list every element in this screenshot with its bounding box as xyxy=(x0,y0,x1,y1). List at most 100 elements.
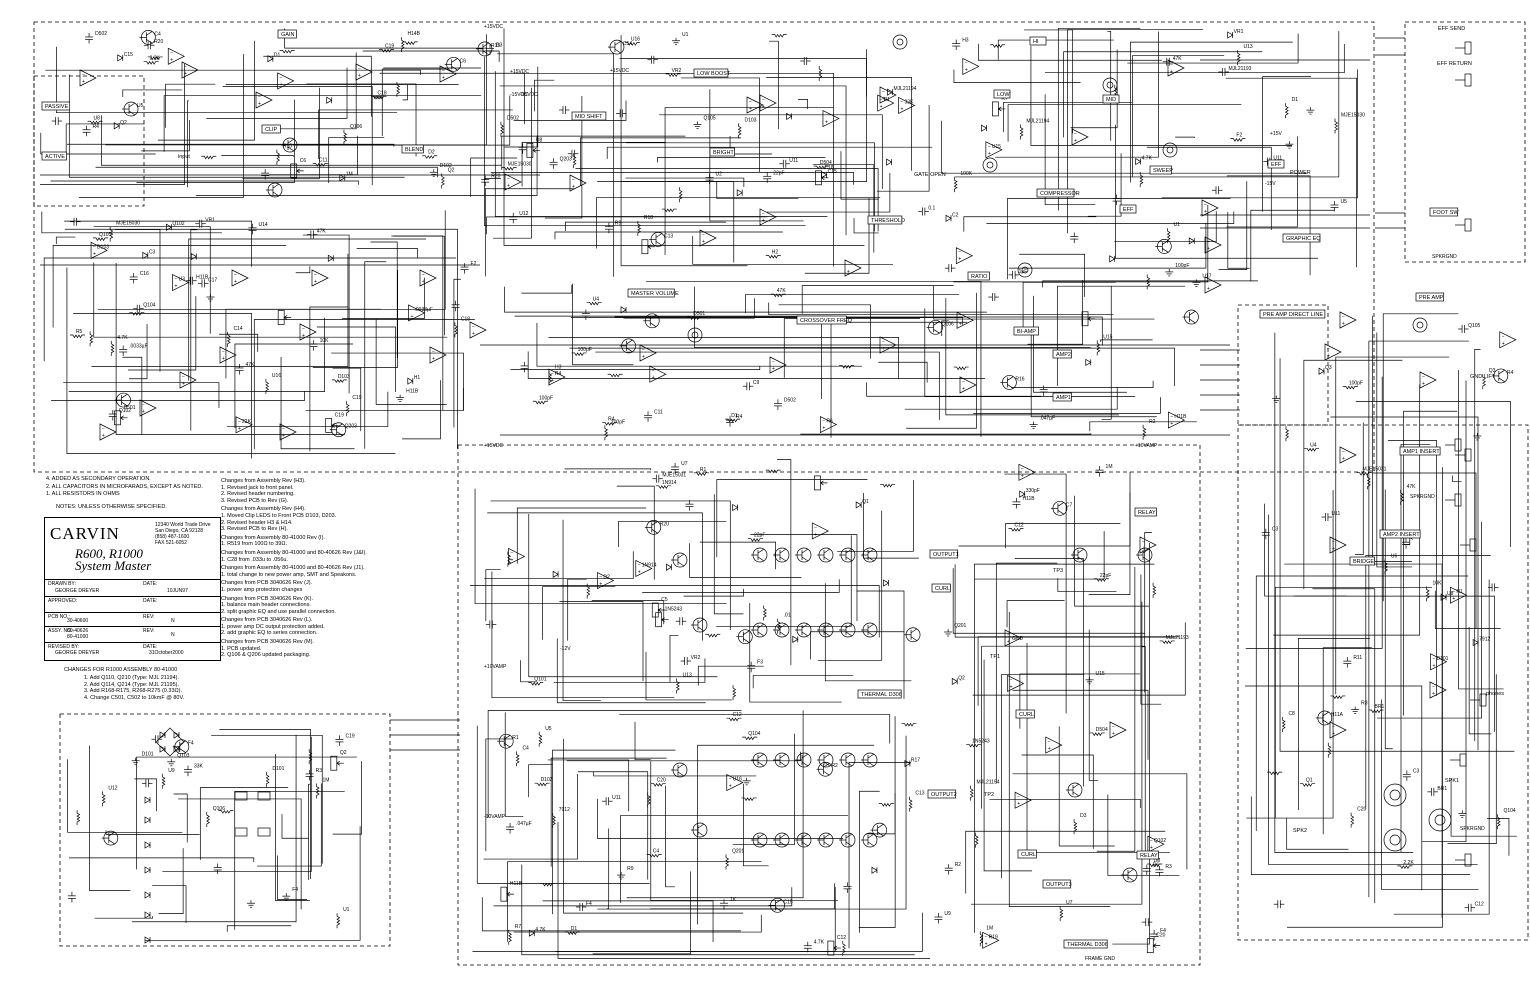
resistor xyxy=(679,187,682,202)
transistor xyxy=(751,548,767,562)
wire xyxy=(567,752,801,761)
component-label: C6 xyxy=(460,58,467,64)
component-label: U11 xyxy=(1331,511,1340,517)
component-label: D3 xyxy=(496,42,503,48)
svg-text:+: + xyxy=(1170,69,1173,75)
wire xyxy=(553,750,676,914)
component-label: R1 xyxy=(884,97,891,103)
component-label: Q104 xyxy=(748,731,760,737)
svg-text:+: + xyxy=(729,784,732,790)
svg-text:−: − xyxy=(959,314,962,320)
wire xyxy=(811,632,904,660)
svg-text:−: − xyxy=(411,307,414,313)
wire xyxy=(166,84,216,128)
revision-line: 1. PCB updated. xyxy=(221,646,426,653)
capacitor xyxy=(1458,325,1469,333)
wire xyxy=(946,298,1119,415)
svg-text:THRESHOLD: THRESHOLD xyxy=(871,218,905,224)
component-label: R16 xyxy=(1015,376,1024,382)
component-label: 1M xyxy=(986,925,993,931)
transistor xyxy=(691,823,707,837)
wire xyxy=(766,78,911,171)
resistor xyxy=(77,810,80,825)
capacitor xyxy=(70,218,81,226)
wire xyxy=(769,41,778,129)
component-label: MJE15030 xyxy=(508,161,532,167)
wire xyxy=(137,757,357,869)
diode xyxy=(145,842,150,848)
component-label: 100pF xyxy=(539,395,553,401)
wire xyxy=(492,572,674,698)
component-label: R19 xyxy=(989,934,998,940)
component-label: Q2 xyxy=(958,675,965,681)
svg-text:+: + xyxy=(702,239,705,245)
svg-text:−: − xyxy=(1207,239,1210,245)
svg-text:OUTPUT3: OUTPUT3 xyxy=(1046,882,1072,888)
wire xyxy=(491,172,854,184)
revision-line: Changes from Assembly 80-41000 and 80-40… xyxy=(221,565,426,572)
wire xyxy=(98,210,445,309)
wire xyxy=(619,714,889,743)
wire xyxy=(1112,543,1149,944)
svg-text:+: + xyxy=(1342,456,1345,462)
revision-line: 1. balance main header connections. xyxy=(221,602,426,609)
wire xyxy=(1312,589,1374,903)
resistor xyxy=(201,156,216,159)
ground-symbol xyxy=(1285,141,1293,148)
diode xyxy=(145,797,150,803)
svg-text:+: + xyxy=(825,120,828,126)
revision-line: Changes from Assembly 80-41000 Rev (I). xyxy=(221,535,426,542)
transistor xyxy=(751,623,767,637)
boxed-label-amp2: AMP2 xyxy=(1053,350,1071,358)
wire xyxy=(745,295,959,313)
wire xyxy=(1294,596,1495,732)
capacitor xyxy=(602,797,613,805)
assy-no: 80-40626 80-41000 xyxy=(67,628,88,640)
diode xyxy=(145,867,150,873)
wire xyxy=(578,772,648,880)
company-address: 12340 World Trade Drive San Diego, CA 92… xyxy=(155,522,211,546)
component-label: C14 xyxy=(234,326,243,332)
svg-text:−: − xyxy=(1170,414,1173,420)
revision-history: Changes from Assembly Rev (H3).1. Revise… xyxy=(221,476,426,659)
wire xyxy=(1228,212,1250,268)
wire xyxy=(627,710,803,897)
title-block: CARVIN 12340 World Trade Drive San Diego… xyxy=(44,517,221,661)
wire xyxy=(79,54,243,197)
component-label: U1 xyxy=(343,907,350,913)
component-label: MJE15031 xyxy=(662,473,686,479)
svg-text:BLEND: BLEND xyxy=(405,147,423,153)
resistor xyxy=(666,74,681,77)
component-label: C12 xyxy=(1015,523,1024,529)
wire xyxy=(1059,726,1114,846)
wire xyxy=(380,73,525,124)
boxed-label-curl: CURL xyxy=(1018,850,1036,858)
transistor xyxy=(645,520,661,534)
boxed-label-thermal-d306: THERMAL D306 xyxy=(858,690,902,698)
component-label: 22K xyxy=(242,419,252,425)
capacitor xyxy=(644,411,652,422)
svg-text:LOW: LOW xyxy=(997,92,1010,98)
boxed-label-curl: CURL xyxy=(1016,710,1034,718)
component-label: 1K xyxy=(730,897,737,903)
svg-text:−: − xyxy=(1112,724,1115,730)
component-label: 100K xyxy=(960,171,972,177)
diode xyxy=(118,55,123,61)
wire xyxy=(394,236,445,335)
wire xyxy=(505,712,523,816)
svg-text:PASSIVE: PASSIVE xyxy=(45,104,68,110)
svg-text:−: − xyxy=(258,94,261,100)
changes-list: 1. Add Q110, Q210 (Type: MJL 21194). 2. … xyxy=(84,675,184,701)
diode xyxy=(787,113,792,119)
svg-text:LOW BOOST: LOW BOOST xyxy=(697,71,731,77)
capacitor xyxy=(1274,900,1285,908)
potentiometer xyxy=(656,613,669,627)
transistor xyxy=(861,623,877,637)
connector xyxy=(1413,318,1427,332)
resistor xyxy=(1286,103,1289,118)
component-label: H11B xyxy=(1022,496,1035,502)
component-label: U13 xyxy=(1243,44,1252,50)
wire xyxy=(905,387,1117,409)
note-2: 2. ALL CAPACITORS IN MICROFARADS, EXCEPT… xyxy=(46,484,203,491)
